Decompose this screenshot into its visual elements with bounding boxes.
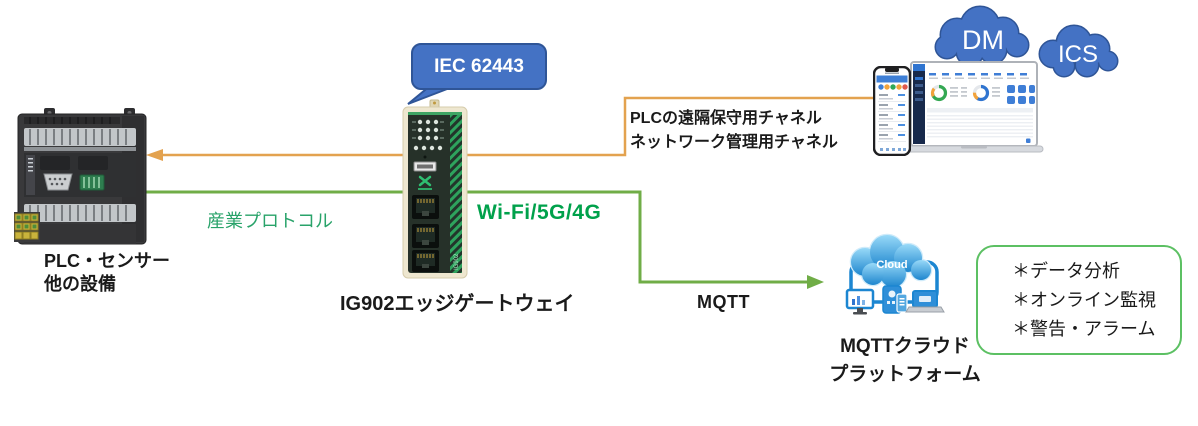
green-link-line: [146, 190, 810, 284]
dashboard-table: [927, 108, 1033, 143]
dashboard-donut-1: [930, 84, 948, 102]
plc-terminal-strip-top: [24, 128, 136, 146]
mqtt-platform-label: MQTTクラウド プラットフォーム: [825, 333, 985, 389]
industrial-protocol-label: 産業プロトコル: [207, 211, 333, 231]
remote-channel-line1: PLCの遠隔保守用チャネル: [630, 110, 822, 127]
ics-cloud-label: ICS: [1058, 41, 1098, 68]
dashboard-statbar: [929, 73, 1029, 79]
plc-label-line2: 他の設備: [44, 274, 116, 294]
laptop-dashboard-image: [904, 61, 1044, 153]
handset-icon: [896, 293, 908, 313]
laptop-icon: [905, 290, 945, 313]
reset-hole: [423, 155, 427, 159]
ethernet-ports: [412, 195, 439, 272]
management-clouds: DM ICS: [934, 5, 1119, 78]
feature-item: ＊オンライン監視: [1012, 289, 1156, 310]
cloud-icon: Cloud: [849, 233, 933, 289]
orange-arrowhead-left-icon: [146, 149, 163, 161]
phone-notch: [885, 67, 899, 72]
phone-list-rows: [878, 94, 906, 142]
ics-cloud: [1038, 24, 1119, 78]
dm-cloud-label: DM: [962, 25, 1004, 55]
mqtt-platform-image: Cloud: [845, 233, 945, 315]
monitor-icon: [845, 288, 875, 315]
cloud-icon-label: Cloud: [876, 259, 907, 271]
remote-channel-label: PLCの遠隔保守用チャネル ネットワーク管理用チャネル: [630, 107, 838, 155]
phone-image: [873, 66, 911, 156]
brand-logo-icon: [418, 175, 432, 187]
plc-label: PLC・センサー 他の設備: [44, 250, 170, 296]
plc-yellow-terminals: [14, 212, 40, 242]
gateway-label: IG902エッジゲートウェイ: [340, 293, 575, 315]
green-arrowhead-right-icon: [807, 275, 824, 289]
remote-channel-line2: ネットワーク管理用チャネル: [630, 134, 838, 151]
wireless-label: Wi-Fi/5G/4G: [477, 201, 602, 224]
dashboard-icon-tiles: [1007, 85, 1035, 104]
gateway-model-vertical: IG902: [454, 253, 460, 270]
iec-62443-badge: IEC 62443: [411, 43, 547, 90]
orange-link-line: [160, 96, 874, 157]
gateway-device-image: IG902: [402, 99, 468, 279]
mqtt-label: MQTT: [697, 292, 750, 312]
tablet-icon: [882, 285, 908, 314]
gateway-stripe-band: [450, 115, 462, 273]
plc-device-image: [14, 108, 147, 245]
iec-62443-label: IEC 62443: [434, 55, 524, 77]
phone-app-icons: [878, 84, 908, 90]
plc-label-line1: PLC・センサー: [44, 251, 170, 271]
dashboard-sidebar: [913, 64, 925, 144]
features-box: ＊データ分析 ＊オンライン監視 ＊警告・アラーム: [976, 245, 1182, 355]
phone-bottom-nav: [880, 148, 906, 151]
dashboard-donut-2: [972, 84, 990, 102]
plc-terminal-strip-bottom: [24, 204, 136, 222]
plc-green-terminal: [79, 174, 105, 191]
dm-cloud: [934, 5, 1030, 67]
feature-item: ＊データ分析: [1012, 260, 1120, 281]
mqtt-platform-label-line1: MQTTクラウド: [840, 336, 970, 357]
phone-app-header: [876, 75, 908, 83]
led-indicators: [413, 119, 443, 151]
plc-db9-connector: [43, 173, 73, 191]
feature-item: ＊警告・アラーム: [1012, 318, 1156, 339]
mqtt-platform-label-line2: プラットフォーム: [829, 364, 981, 385]
